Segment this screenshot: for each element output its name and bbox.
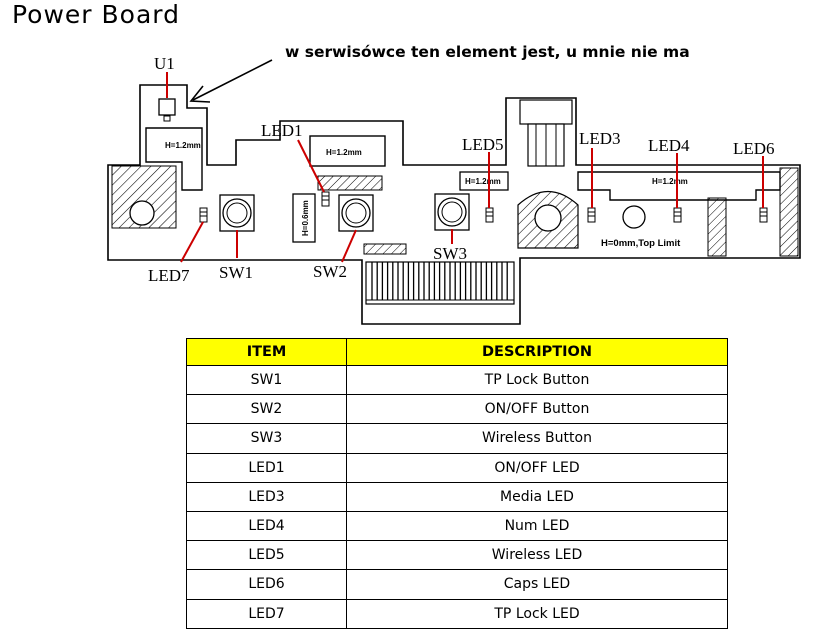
led1-symbol: [321, 191, 330, 207]
cell-description: TP Lock Button: [346, 364, 728, 396]
led7-symbol: [199, 207, 208, 223]
annotation-note: w serwisówce ten element jest, u mnie ni…: [285, 43, 690, 61]
inner-region-06: [292, 193, 316, 243]
cell-item: SW2: [186, 394, 347, 425]
led5-symbol: [485, 207, 494, 223]
power-board-diagram: H=1.2mm H=1.2mm H=0.6mm H=1.2mm: [107, 54, 801, 325]
cell-description: Media LED: [346, 481, 728, 512]
hatched-bar-right-1: [707, 197, 727, 257]
header-item: ITEM: [186, 338, 347, 366]
sw1-switch: [219, 194, 255, 232]
cell-item: LED5: [186, 540, 347, 571]
sw3-switch: [434, 193, 470, 231]
label-led3: LED3: [579, 129, 621, 148]
mark-top-limit: H=0mm,Top Limit: [601, 238, 681, 249]
mount-hole-left: [129, 200, 155, 226]
led1-callout-line: [297, 139, 325, 193]
header-description: DESCRIPTION: [346, 338, 728, 366]
u1-component: [158, 98, 176, 116]
cell-item: SW1: [186, 364, 347, 396]
label-led6: LED6: [733, 139, 775, 158]
cell-description: ON/OFF Button: [346, 394, 728, 425]
label-led7: LED7: [148, 266, 190, 285]
mark-h12-right: H=1.2mm: [652, 177, 688, 186]
label-led5: LED5: [462, 135, 504, 154]
connector-pins: [371, 262, 508, 300]
cell-description: ON/OFF LED: [346, 452, 728, 483]
label-sw2: SW2: [313, 262, 347, 281]
cell-item: LED6: [186, 569, 347, 600]
cell-description: Caps LED: [346, 569, 728, 600]
led6-symbol: [759, 207, 768, 223]
cell-description: Num LED: [346, 510, 728, 542]
led4-symbol: [673, 207, 682, 223]
led3-symbol: [587, 207, 596, 223]
cell-description: Wireless LED: [346, 540, 728, 571]
mark-h12-left: H=1.2mm: [165, 141, 201, 150]
top-connector: [519, 99, 573, 167]
label-led1: LED1: [261, 121, 303, 140]
cell-description: TP Lock LED: [346, 598, 728, 629]
label-sw3: SW3: [433, 244, 467, 263]
sw2-switch: [338, 194, 374, 232]
annotation-arrow: [192, 59, 273, 101]
cell-item: SW3: [186, 423, 347, 454]
sw2-callout-line: [341, 229, 357, 263]
mark-h12-center: H=1.2mm: [326, 148, 362, 157]
cell-item: LED7: [186, 598, 347, 629]
inner-region-left: [145, 127, 203, 191]
cell-item: LED1: [186, 452, 347, 483]
mount-hole-center: [534, 204, 562, 232]
page-title: Power Board: [12, 0, 181, 29]
hatched-strip-center: [317, 175, 383, 191]
table-header-row: ITEM DESCRIPTION: [186, 338, 728, 366]
label-sw1: SW1: [219, 263, 253, 282]
label-u1: U1: [154, 54, 175, 73]
hatched-bar-right-2: [779, 167, 799, 257]
mark-h06: H=0.6mm: [301, 200, 310, 236]
hatched-block-left: [111, 165, 177, 229]
inner-region-center: [309, 135, 386, 167]
cell-item: LED3: [186, 481, 347, 512]
label-led4: LED4: [648, 136, 690, 155]
cell-description: Wireless Button: [346, 423, 728, 454]
led7-callout-line: [180, 221, 204, 263]
inner-region-led5: [459, 171, 509, 191]
cell-item: LED4: [186, 510, 347, 542]
top-limit-hole: [622, 205, 646, 229]
mark-h12-led5: H=1.2mm: [465, 177, 501, 186]
